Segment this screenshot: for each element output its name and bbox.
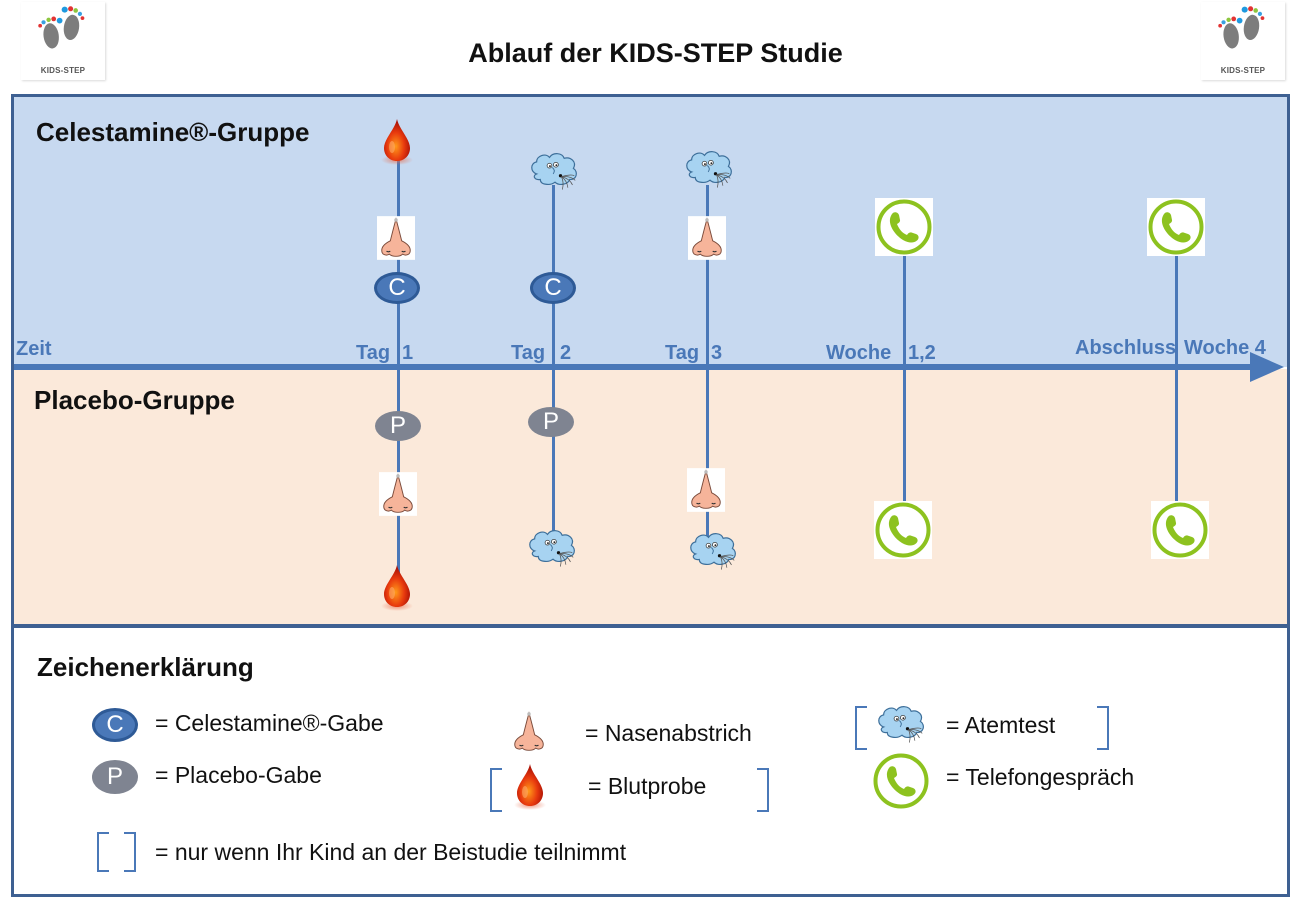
- time-axis-arrow-icon: [1250, 352, 1284, 382]
- celestamine-marker: C: [374, 272, 420, 304]
- legend-separator: [11, 624, 1290, 628]
- breath-cloud-icon: [525, 150, 585, 196]
- logo-right: KIDS-STEP: [1201, 2, 1285, 80]
- legend-text-nose-swab: = Nasenabstrich: [585, 720, 752, 746]
- legend-blood-drop-icon: [510, 762, 550, 812]
- breath-cloud-icon: [523, 527, 583, 573]
- legend-text-blood-sample: = Blutprobe: [588, 773, 707, 799]
- blood-drop-icon: [377, 563, 417, 613]
- time-axis: [14, 364, 1254, 370]
- logo-left: KIDS-STEP: [21, 2, 105, 80]
- tick-label-tag-1-b: 1: [402, 342, 414, 364]
- legend-note-bracket-left: [97, 832, 109, 872]
- legend-nose-icon: [510, 710, 548, 754]
- placebo-group-label: Placebo-Gruppe: [34, 385, 235, 415]
- tick-label-woche-4-a: Abschluss: [1075, 337, 1177, 359]
- legend-title: Zeichenerklärung: [37, 652, 254, 682]
- tick-label-tag-1-a: Tag: [356, 342, 391, 364]
- legend-breath-cloud-icon: [872, 703, 932, 749]
- placebo-marker: P: [375, 411, 421, 441]
- legend-bracket-left: [855, 706, 867, 750]
- legend-note-bracket-right: [124, 832, 136, 872]
- tick-label-tag-2-b: 2: [560, 342, 572, 364]
- nose-icon: [377, 216, 415, 260]
- legend-text-placebo: = Placebo-Gabe: [155, 762, 322, 788]
- placebo-group-band: [14, 369, 1287, 624]
- nose-icon: [687, 468, 725, 512]
- nose-icon: [379, 472, 417, 516]
- breath-cloud-icon: [684, 530, 744, 576]
- legend-text-celestamine: = Celestamine®-Gabe: [155, 710, 384, 736]
- phone-icon: [1151, 501, 1209, 559]
- blood-drop-icon: [377, 117, 417, 167]
- timeline-line-tag-1: [397, 140, 400, 600]
- diagram-frame: [11, 94, 1290, 897]
- timeline-line-woche-4: [1175, 250, 1178, 510]
- legend-placebo-marker: P: [92, 760, 138, 794]
- celestamine-marker: C: [530, 272, 576, 304]
- legend-text-phone-call: = Telefongespräch: [946, 764, 1135, 790]
- logo-text: KIDS-STEP: [40, 66, 86, 75]
- placebo-marker: P: [528, 407, 574, 437]
- timeline-line-woche-1-2: [903, 250, 906, 510]
- tick-label-woche-1-2-b: 1,2: [908, 342, 936, 364]
- logo-text: KIDS-STEP: [1220, 66, 1266, 75]
- tick-label-tag-3-b: 3: [711, 342, 723, 364]
- legend-text-breath-test: = Atemtest: [946, 712, 1056, 738]
- phone-icon: [875, 198, 933, 256]
- tick-label-woche-1-2-a: Woche: [826, 342, 892, 364]
- legend-celestamine-marker: C: [92, 708, 138, 742]
- legend-bracket-left: [490, 768, 502, 812]
- nose-icon: [688, 216, 726, 260]
- tick-label-tag-3-a: Tag: [665, 342, 700, 364]
- axis-label-zeit: Zeit: [16, 338, 52, 360]
- page-title: Ablauf der KIDS-STEP Studie: [468, 38, 843, 68]
- tick-label-woche-4-b: Woche 4: [1184, 337, 1266, 359]
- breath-cloud-icon: [680, 148, 740, 194]
- legend-bracket-right: [757, 768, 769, 812]
- legend-phone-icon: [872, 752, 930, 810]
- legend-bracket-right: [1097, 706, 1109, 750]
- legend-bracket-note: = nur wenn Ihr Kind an der Beistudie tei…: [155, 839, 627, 865]
- celestamine-group-label: Celestamine®-Gruppe: [36, 117, 310, 147]
- phone-icon: [1147, 198, 1205, 256]
- tick-label-tag-2-a: Tag: [511, 342, 546, 364]
- celestamine-group-band: [14, 97, 1287, 367]
- phone-icon: [874, 501, 932, 559]
